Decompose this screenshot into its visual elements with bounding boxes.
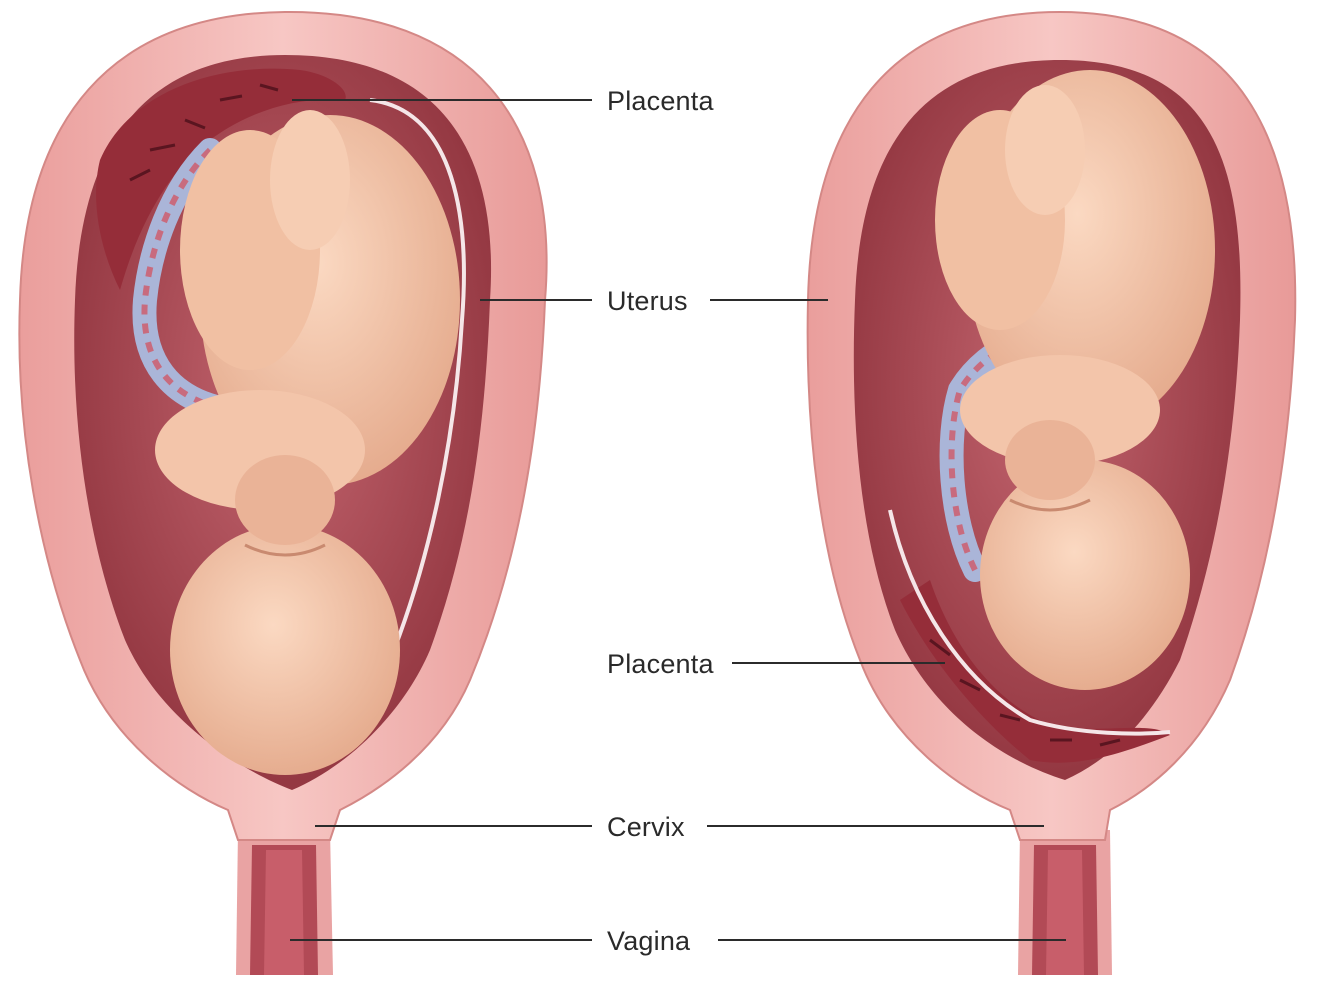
label-cervix-text: Cervix <box>607 812 685 842</box>
label-cervix: Cervix <box>315 812 1044 842</box>
label-vagina-text: Vagina <box>607 926 691 956</box>
uterus-left <box>19 12 546 975</box>
label-uterus-text: Uterus <box>607 286 688 316</box>
uterus-right <box>808 12 1296 975</box>
label-placenta-top-text: Placenta <box>607 86 714 116</box>
label-placenta-low-text: Placenta <box>607 649 714 679</box>
label-vagina: Vagina <box>290 926 1066 956</box>
